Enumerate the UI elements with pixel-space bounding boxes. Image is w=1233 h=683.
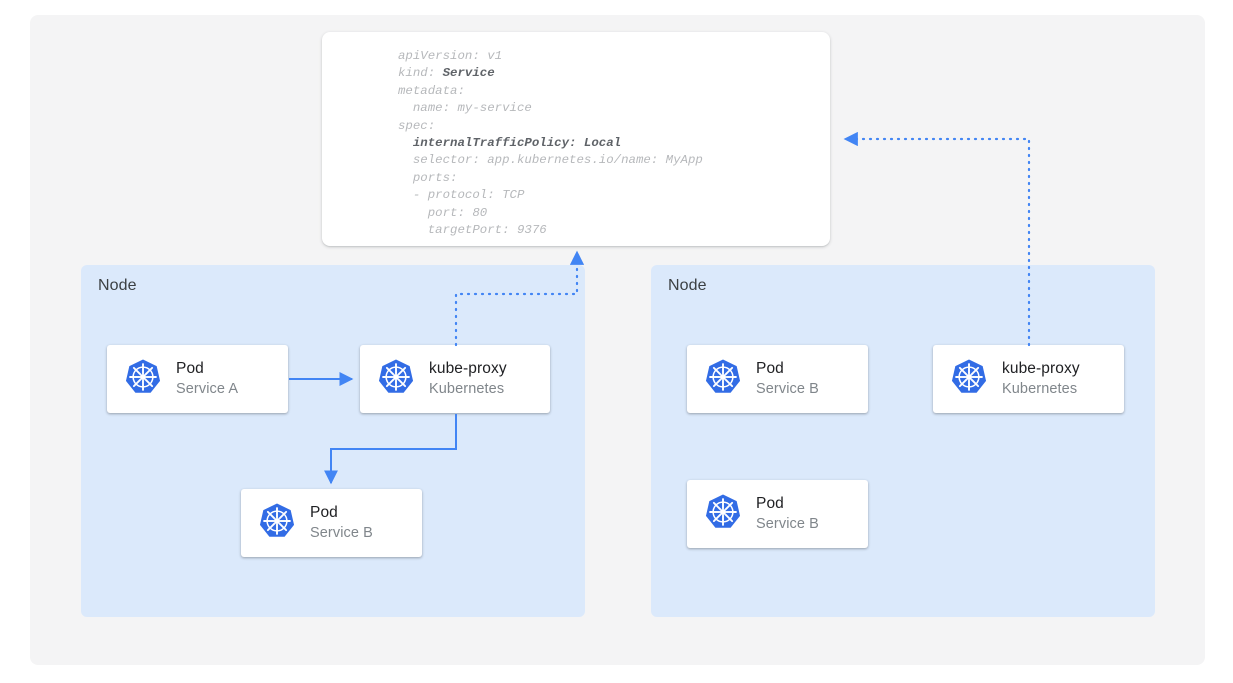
node-label: Node (668, 277, 707, 294)
card-title: Pod (176, 360, 204, 377)
manifest-line: targetPort: 9376 (398, 223, 547, 238)
card-subtitle: Service B (310, 525, 373, 541)
card-subtitle: Kubernetes (429, 381, 505, 397)
card-subtitle: Kubernetes (1002, 381, 1078, 397)
node-group-left: Node (81, 265, 585, 617)
kubernetes-icon (258, 502, 296, 545)
node-label: Node (98, 277, 137, 294)
card-title: Pod (756, 360, 784, 377)
node-group-right: Node (651, 265, 1155, 617)
kubernetes-icon (377, 358, 415, 401)
manifest-line: kind: Service (398, 66, 495, 81)
card-title: kube-proxy (429, 360, 507, 377)
card-title: kube-proxy (1002, 360, 1080, 377)
manifest-line: port: 80 (398, 205, 488, 220)
kubernetes-icon (704, 358, 742, 401)
manifest-line: metadata: (398, 83, 465, 98)
manifest-line: ports: (398, 170, 458, 185)
kubernetes-icon (124, 358, 162, 401)
kubernetes-icon (704, 493, 742, 536)
kubernetes-icon (950, 358, 988, 401)
card-pod-service-a[interactable]: Pod Service A (107, 345, 288, 413)
card-title: Pod (310, 504, 338, 521)
card-subtitle: Service B (756, 516, 819, 532)
card-subtitle: Service A (176, 381, 239, 397)
card-pod-service-b-right-top[interactable]: Pod Service B (687, 345, 868, 413)
card-pod-service-b-right-bottom[interactable]: Pod Service B (687, 480, 868, 548)
service-manifest-code: apiVersion: v1 kind: Service metadata: nam… (398, 48, 703, 239)
manifest-line: spec: (398, 118, 436, 133)
card-kube-proxy-left[interactable]: kube-proxy Kubernetes (360, 345, 550, 413)
manifest-line: name: my-service (398, 101, 532, 116)
card-subtitle: Service B (756, 381, 819, 397)
manifest-line: selector: app.kubernetes.io/name: MyApp (398, 153, 703, 168)
manifest-line: internalTrafficPolicy: Local (398, 136, 622, 151)
manifest-line: apiVersion: v1 (398, 49, 503, 63)
card-title: Pod (756, 495, 784, 512)
card-pod-service-b-left[interactable]: Pod Service B (241, 489, 422, 557)
card-kube-proxy-right[interactable]: kube-proxy Kubernetes (933, 345, 1124, 413)
manifest-line: - protocol: TCP (398, 188, 525, 203)
service-manifest-panel: apiVersion: v1 kind: Service metadata: nam… (322, 32, 830, 246)
